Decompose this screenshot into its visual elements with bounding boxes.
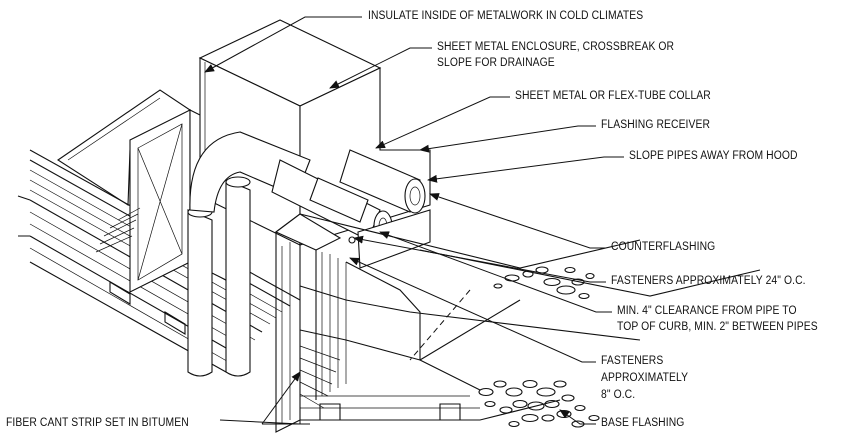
label-collar: SHEET METAL OR FLEX-TUBE COLLAR [515,90,711,102]
gravel-lower [478,379,600,428]
front-curb-and-roof [274,212,761,433]
label-slope-pipes: SLOPE PIPES AWAY FROM HOOD [629,150,798,162]
label-enclosure-line2: SLOPE FOR DRAINAGE [437,57,555,69]
label-clearance-line2: TOP OF CURB, MIN. 2" BETWEEN PIPES [617,321,818,333]
label-insulate: INSULATE INSIDE OF METALWORK IN COLD CLI… [368,10,644,22]
gravel-upper [493,266,595,300]
label-clearance-line1: MIN. 4" CLEARANCE FROM PIPE TO [617,305,797,317]
label-fasteners-8-line1: FASTENERS [601,355,664,367]
label-fasteners-8-line3: 8" O.C. [601,389,636,401]
label-fasteners-8-line2: APPROXIMATELY [601,372,689,384]
leader-lines [204,16,624,425]
label-flashing-receiver: FLASHING RECEIVER [601,119,711,131]
label-enclosure-line1: SHEET METAL ENCLOSURE, CROSSBREAK OR [437,41,675,53]
label-cant-strip: FIBER CANT STRIP SET IN BITUMEN [6,417,189,429]
label-base-flashing: BASE FLASHING [601,417,685,429]
label-counterflashing: COUNTERFLASHING [611,241,716,253]
label-fasteners-24: FASTENERS APPROXIMATELY 24" O.C. [611,275,806,287]
pipes [187,131,426,377]
